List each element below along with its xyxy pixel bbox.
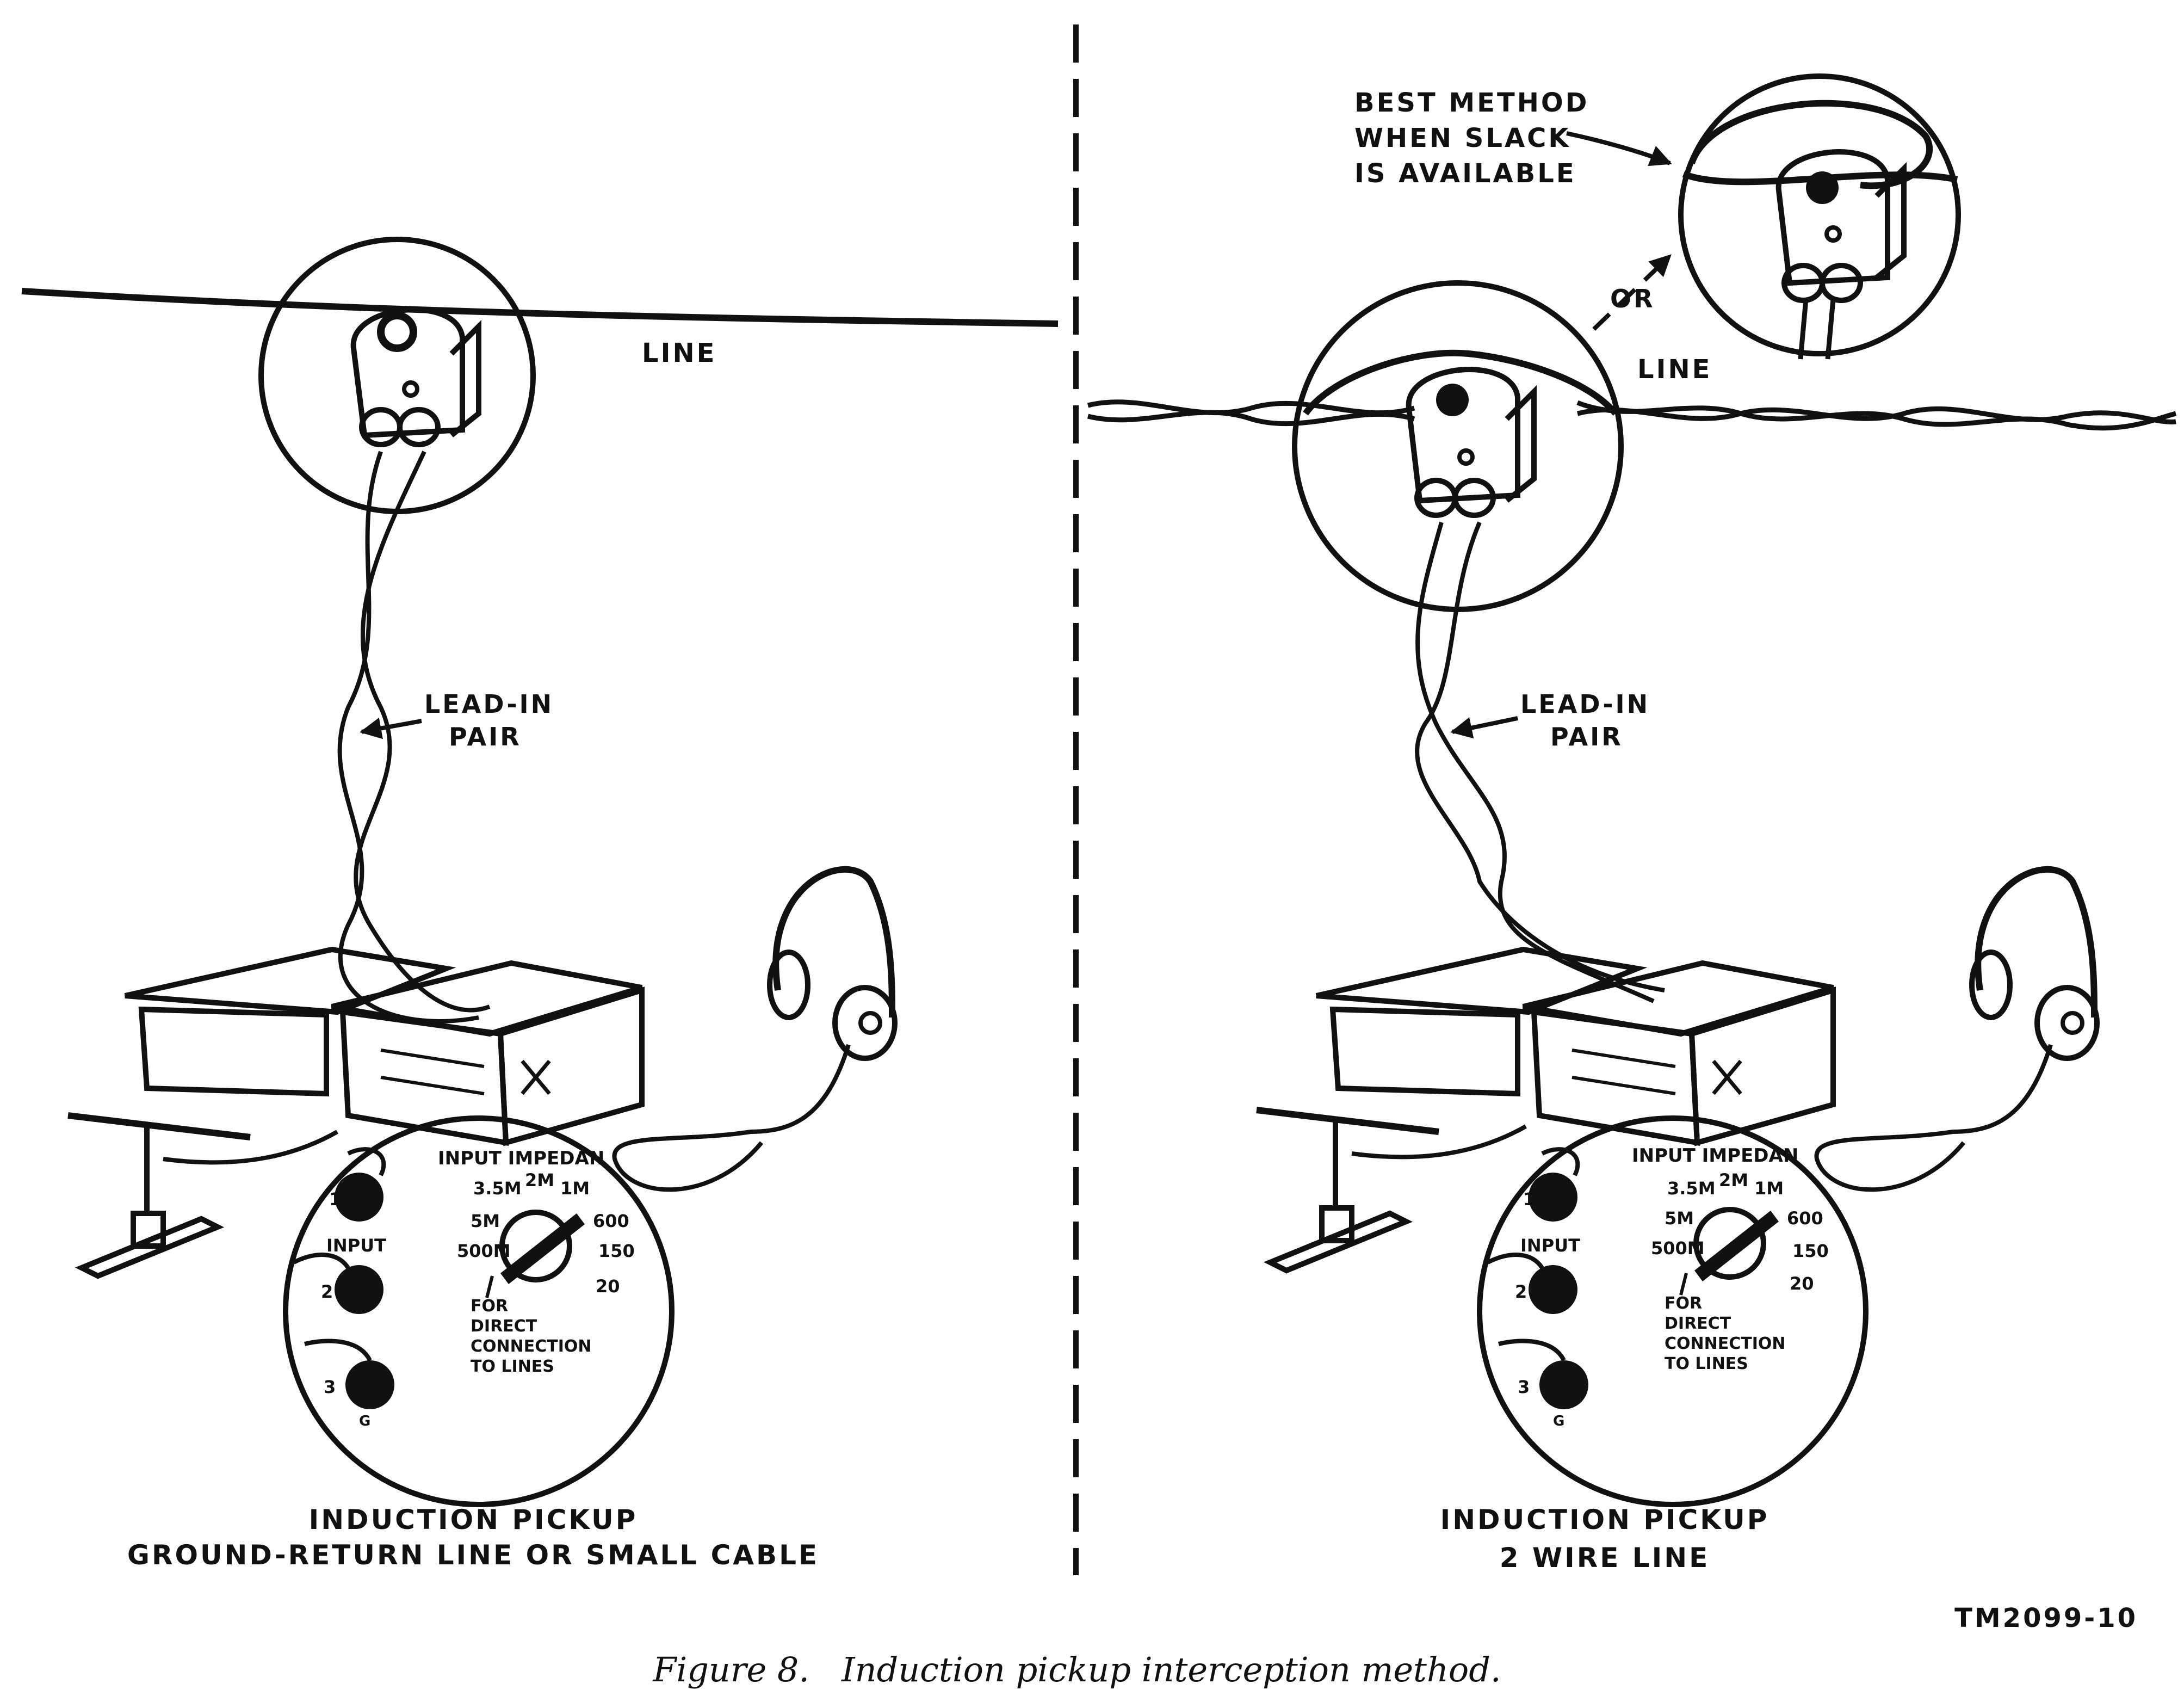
best-method-label-2: WHEN SLACK [1354,123,1571,153]
left-jack-2-icon [335,1265,383,1314]
left-jack-3-icon [345,1360,394,1409]
left-dial-mark-600: 600 [593,1211,629,1231]
right-leadin-label-2: PAIR [1550,722,1623,751]
right-leadin-arrow [1450,716,1518,739]
right-jack-label-3: 3 [1518,1377,1530,1397]
left-jack-1-icon [335,1173,383,1222]
right-dial-mark-1m: 1M [1754,1178,1784,1199]
left-panel: LINE LEAD-IN PAIR [21,237,1059,1571]
left-title-1: INDUCTION PICKUP [309,1504,638,1535]
right-title-2: 2 WIRE LINE [1500,1542,1710,1574]
left-dial-mark-150: 150 [598,1241,635,1261]
left-line-label: LINE [642,338,716,368]
right-headset-icon [1814,866,2100,1192]
left-headset-icon [612,866,898,1192]
right-impedance-dial: INPUT IMPEDAN 3.5M 2M 1M 5M 600 500M 150… [1632,1145,1829,1373]
right-jack-1-icon [1529,1173,1577,1222]
right-dial-note-1: FOR [1665,1294,1702,1313]
left-pickup-coil-icon [350,307,481,447]
right-jack-label-2: 2 [1515,1281,1527,1302]
right-leadin-pair-a [1415,521,1655,1003]
right-dial-header: INPUT IMPEDAN [1632,1145,1798,1167]
right-dial-jacks: 1 INPUT 2 3 G [1487,1147,1588,1429]
right-leadin-pair-b [1415,521,1665,992]
left-dial-note-1: FOR [471,1297,508,1316]
right-leadin-label-1: LEAD-IN [1520,689,1650,719]
right-dial-note-4: TO LINES [1665,1354,1748,1373]
left-dial-mark-20: 20 [596,1276,620,1297]
right-ground-rod-icon [1256,1107,1527,1274]
right-lower-pickup-coil-icon [1406,367,1537,518]
left-jack-label-1: 1 [329,1189,341,1210]
or-label: OR [1610,284,1655,313]
right-jack-label-g: G [1553,1413,1564,1429]
left-dial-mark-2m: 2M [525,1170,554,1191]
left-dial-note-4: TO LINES [471,1357,554,1376]
right-dial-knob-icon [1693,1207,1766,1280]
left-jack-label-3: 3 [324,1377,336,1397]
left-dial-knob-icon [499,1210,572,1282]
right-pickup-circle [1292,280,1624,612]
left-leadin-arrow [360,717,422,739]
right-jack-3-icon [1539,1360,1588,1409]
left-leadin-label-1: LEAD-IN [424,689,554,719]
right-dial-note-3: CONNECTION [1665,1334,1785,1353]
left-dial-mark-5m: 5M [471,1211,500,1231]
best-method-arrow [1566,131,1672,166]
right-dial-mark-5m: 5M [1665,1208,1694,1229]
right-wire-b [1087,406,2176,427]
right-panel: BEST METHOD WHEN SLACK IS AVAILABLE OR L… [1087,73,2177,1574]
figure-code: TM2099-10 [1954,1603,2138,1633]
right-upper-pickup-coil-icon [1775,149,1907,360]
left-jack-label-input: INPUT [326,1235,386,1256]
right-dial-mark-600: 600 [1787,1208,1823,1229]
right-line-label: LINE [1637,354,1712,385]
left-impedance-dial: INPUT IMPEDAN 3.5M 2M 1M 5M 600 500M 150… [438,1148,635,1376]
left-ground-rod-icon [67,1112,338,1279]
right-jack-label-1: 1 [1523,1189,1535,1210]
left-pickup-circle [258,237,536,514]
right-dial-mark-2m: 2M [1719,1170,1748,1191]
left-jack-label-2: 2 [321,1281,333,1302]
left-dial-mark-1m: 1M [560,1178,590,1199]
or-arrow [1592,254,1672,331]
left-equipment-case [124,946,645,1146]
left-leadin-label-2: PAIR [449,722,522,751]
right-jack-label-input: INPUT [1520,1235,1580,1256]
left-dial-mark-3-5m: 3.5M [473,1178,522,1199]
right-jack-2-icon [1529,1265,1577,1314]
right-dial-mark-3-5m: 3.5M [1667,1178,1716,1199]
best-method-label-1: BEST METHOD [1354,88,1589,118]
right-dial-mark-150: 150 [1792,1241,1829,1261]
right-equipment-case [1315,946,1836,1146]
best-method-label-3: IS AVAILABLE [1354,158,1576,189]
left-title-2: GROUND-RETURN LINE OR SMALL CABLE [127,1539,819,1571]
right-dial-mark-20: 20 [1790,1273,1814,1294]
left-dial-header: INPUT IMPEDAN [438,1148,604,1169]
left-dial-note-2: DIRECT [471,1317,537,1336]
left-dial-circle [283,1115,675,1507]
left-dial-note-3: CONNECTION [471,1337,591,1356]
right-wire-a [1087,399,2177,431]
right-dial-note-2: DIRECT [1665,1314,1731,1333]
right-dial-circle [1477,1115,1869,1507]
right-best-method-circle [1678,73,1961,356]
right-title-1: INDUCTION PICKUP [1440,1504,1770,1535]
left-line-wire [21,288,1059,327]
figure-caption: Figure 8. Induction pickup interception … [652,1650,1501,1689]
left-jack-label-g: G [359,1413,370,1429]
left-dial-jacks: 1 INPUT 2 3 G [293,1147,394,1429]
